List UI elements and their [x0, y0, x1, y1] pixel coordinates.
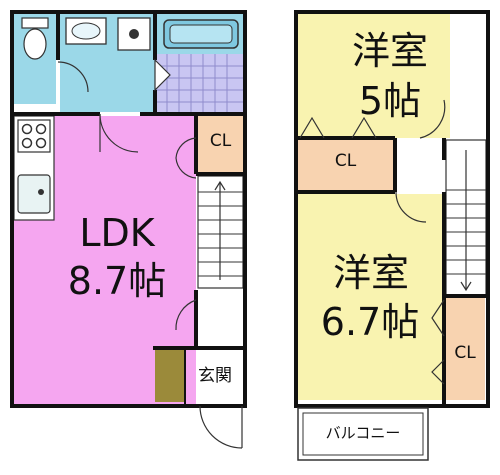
stove — [17, 119, 51, 153]
closet-room-5 — [298, 140, 393, 190]
walls-2f — [294, 10, 490, 408]
entrance-floor — [155, 350, 185, 402]
bathroom-floor — [155, 54, 243, 112]
hall-2f — [396, 140, 444, 192]
toilet-bowl — [23, 28, 47, 60]
doors-2f — [299, 99, 446, 385]
ldk-closet — [198, 116, 243, 172]
doors-1f — [57, 58, 243, 449]
room1-label: 洋室 — [351, 29, 428, 73]
bath-tile-grid — [155, 54, 243, 112]
western-room-6-7 — [298, 194, 443, 400]
western-room-5 — [298, 14, 450, 138]
toilet-tank — [21, 17, 49, 29]
room1-size-label: 5帖 — [358, 79, 422, 123]
ldk-size-label: 8.7帖 — [67, 259, 167, 303]
balcony — [297, 407, 429, 461]
balcony-label: バルコニー — [325, 424, 401, 442]
room2-closet-label: CL — [454, 343, 476, 363]
room2-label: 洋室 — [332, 251, 409, 295]
room1-closet-label: CL — [334, 151, 357, 171]
closet-room-6-7 — [445, 298, 485, 400]
ldk-closet-label: CL — [209, 131, 232, 151]
entrance-label: 玄関 — [198, 366, 232, 386]
ldk-label: LDK — [79, 211, 155, 255]
room2-size-label: 6.7帖 — [320, 300, 420, 344]
kitchen-sink — [17, 174, 51, 214]
